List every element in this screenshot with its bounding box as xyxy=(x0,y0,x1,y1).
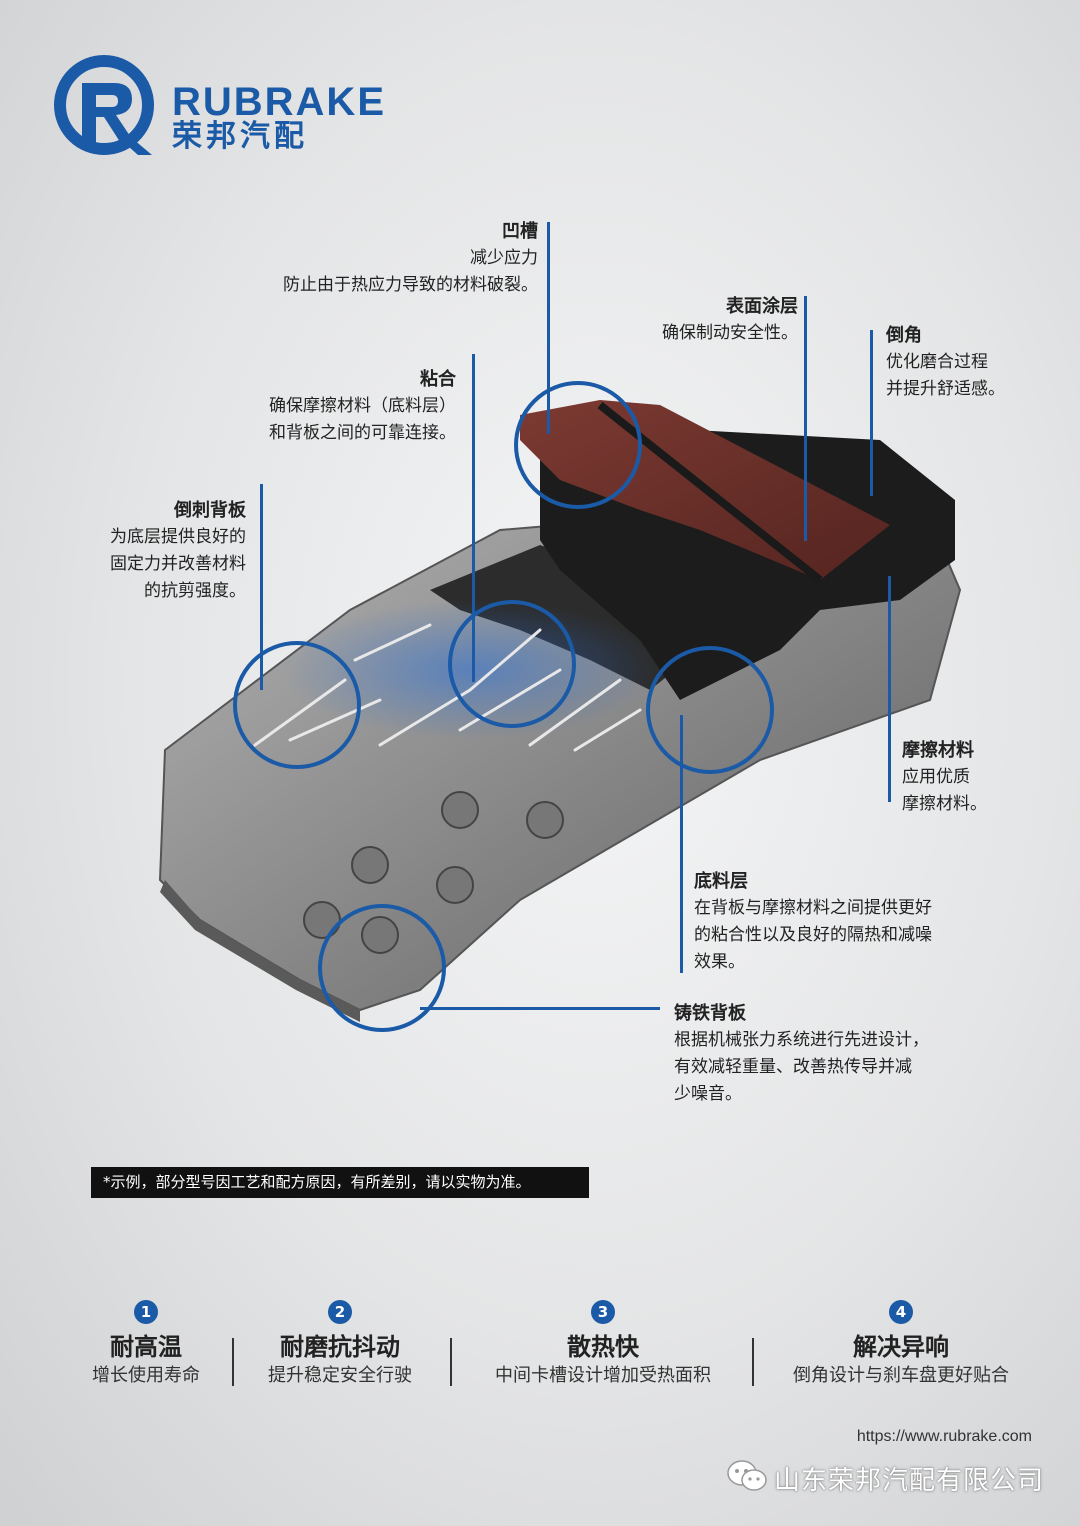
feature-2-desc: 提升稳定安全行驶 xyxy=(268,1365,412,1386)
coating-line-1: 确保制动安全性。 xyxy=(662,323,798,343)
underlayer-title: 底料层 xyxy=(694,871,748,892)
leader-coating xyxy=(804,296,807,541)
bonding-line-2: 和背板之间的可靠连接。 xyxy=(269,423,456,443)
annotation-backplate: 铸铁背板 根据机械张力系统进行先进设计， 有效减轻重量、改善热传导并减 少噪音。 xyxy=(674,1000,929,1108)
annotation-bonding: 粘合 确保摩擦材料（底料层） 和背板之间的可靠连接。 xyxy=(269,366,456,447)
backplate-line-2: 有效减轻重量、改善热传导并减 xyxy=(674,1057,912,1077)
leader-friction xyxy=(888,576,891,802)
feature-4-title: 解决异响 xyxy=(853,1333,949,1361)
barb-title: 倒刺背板 xyxy=(174,500,246,521)
feature-divider xyxy=(232,1338,234,1386)
groove-line-2: 防止由于热应力导致的材料破裂。 xyxy=(283,275,538,295)
annotation-groove: 凹槽 减少应力 防止由于热应力导致的材料破裂。 xyxy=(283,218,538,299)
feature-4-number: 4 xyxy=(889,1300,913,1324)
feature-4: 4 解决异响 倒角设计与刹车盘更好贴合 xyxy=(766,1300,1036,1390)
groove-title: 凹槽 xyxy=(502,221,538,242)
feature-divider xyxy=(752,1338,754,1386)
chamfer-line-2: 并提升舒适感。 xyxy=(886,379,1005,399)
wechat-icon xyxy=(727,1460,767,1491)
bonding-title: 粘合 xyxy=(420,369,456,390)
coating-title: 表面涂层 xyxy=(726,296,798,317)
chamfer-line-1: 优化磨合过程 xyxy=(886,352,988,372)
friction-line-1: 应用优质 xyxy=(902,767,970,787)
barb-line-2: 固定力并改善材料 xyxy=(110,554,246,574)
underlayer-line-2: 的粘合性以及良好的隔热和减噪 xyxy=(694,925,932,945)
feature-4-desc: 倒角设计与刹车盘更好贴合 xyxy=(793,1365,1009,1386)
brake-pad-illustration xyxy=(158,381,962,1032)
friction-line-2: 摩擦材料。 xyxy=(902,794,987,814)
leader-groove xyxy=(547,222,550,434)
feature-1: 1 耐高温 增长使用寿命 xyxy=(56,1300,236,1390)
disclaimer-note: *示例，部分型号因工艺和配方原因，有所差别，请以实物为准。 xyxy=(91,1167,589,1198)
groove-line-1: 减少应力 xyxy=(470,248,538,268)
leader-barb xyxy=(260,484,263,690)
leader-backplate xyxy=(420,1007,660,1010)
barb-line-1: 为底层提供良好的 xyxy=(110,527,246,547)
friction-title: 摩擦材料 xyxy=(902,740,974,761)
annotation-underlayer: 底料层 在背板与摩擦材料之间提供更好 的粘合性以及良好的隔热和减噪 效果。 xyxy=(694,868,932,976)
barb-line-3: 的抗剪强度。 xyxy=(144,581,246,601)
company-name: 山东荣邦汽配有限公司 xyxy=(773,1466,1044,1496)
annotation-chamfer: 倒角 优化磨合过程 并提升舒适感。 xyxy=(886,322,1005,403)
underlayer-line-1: 在背板与摩擦材料之间提供更好 xyxy=(694,898,932,918)
chamfer-title: 倒角 xyxy=(886,325,922,346)
website-url[interactable]: https://www.rubrake.com xyxy=(856,1428,1032,1445)
feature-1-number: 1 xyxy=(134,1300,158,1324)
feature-1-title: 耐高温 xyxy=(110,1333,182,1361)
feature-2: 2 耐磨抗抖动 提升稳定安全行驶 xyxy=(240,1300,440,1390)
feature-3-number: 3 xyxy=(591,1300,615,1324)
annotation-barb: 倒刺背板 为底层提供良好的 固定力并改善材料 的抗剪强度。 xyxy=(110,497,246,605)
leader-chamfer xyxy=(870,330,873,496)
backplate-title: 铸铁背板 xyxy=(674,1003,746,1024)
annotation-coating: 表面涂层 确保制动安全性。 xyxy=(662,293,798,347)
feature-1-desc: 增长使用寿命 xyxy=(92,1365,200,1386)
feature-2-title: 耐磨抗抖动 xyxy=(280,1333,400,1361)
brand-name-cn: 荣邦汽配 xyxy=(172,120,308,153)
feature-3-title: 散热快 xyxy=(567,1333,639,1361)
leader-bonding xyxy=(472,354,475,682)
brand-logo xyxy=(54,55,154,155)
backplate-line-1: 根据机械张力系统进行先进设计， xyxy=(674,1030,929,1050)
underlayer-line-3: 效果。 xyxy=(694,952,745,972)
leader-underlayer xyxy=(680,715,683,973)
brand-name-en: RUBRAKE xyxy=(172,80,386,124)
annotation-friction: 摩擦材料 应用优质 摩擦材料。 xyxy=(902,737,987,818)
backplate-line-3: 少噪音。 xyxy=(674,1084,742,1104)
bonding-line-1: 确保摩擦材料（底料层） xyxy=(269,396,456,416)
feature-divider xyxy=(450,1338,452,1386)
feature-3: 3 散热快 中间卡槽设计增加受热面积 xyxy=(468,1300,738,1390)
feature-3-desc: 中间卡槽设计增加受热面积 xyxy=(495,1365,711,1386)
feature-2-number: 2 xyxy=(328,1300,352,1324)
